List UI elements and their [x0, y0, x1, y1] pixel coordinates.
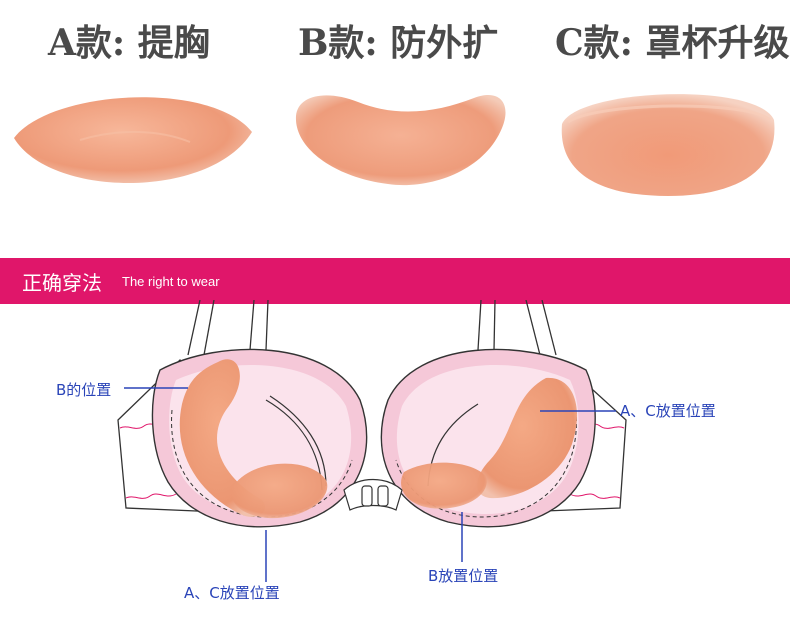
pad-c-image	[561, 94, 775, 196]
callout-lines	[124, 387, 616, 582]
callout-ac-position-right: A、C放置位置	[620, 402, 716, 420]
pad-b-image	[295, 94, 506, 186]
variant-b-title: B款: 防外扩	[298, 22, 499, 64]
pad-b-right-cup	[401, 462, 487, 509]
variant-c-title: C款: 罩杯升级	[555, 22, 790, 64]
pad-ac-left-cup	[231, 463, 328, 519]
callout-b-position-left: B的位置	[56, 381, 112, 399]
callout-b-position-bottom: B放置位置	[428, 567, 499, 585]
pad-a-image	[14, 97, 252, 184]
banner-title-zh: 正确穿法	[22, 271, 102, 295]
bra-straps	[187, 300, 557, 356]
variant-a-title: A款: 提胸	[48, 22, 210, 64]
product-variants: A款: 提胸 B款: 防外扩 C款: 罩杯升级	[0, 0, 790, 230]
pad-ac-right-cup	[477, 377, 577, 499]
banner-title-en: The right to wear	[122, 274, 220, 289]
bra-clasp	[343, 479, 403, 511]
callout-ac-position-bottom: A、C放置位置	[184, 584, 280, 602]
wear-guide-banner: 正确穿法 The right to wear	[0, 258, 790, 304]
pad-b-left-cup	[179, 359, 266, 517]
bra-diagram	[117, 300, 627, 582]
